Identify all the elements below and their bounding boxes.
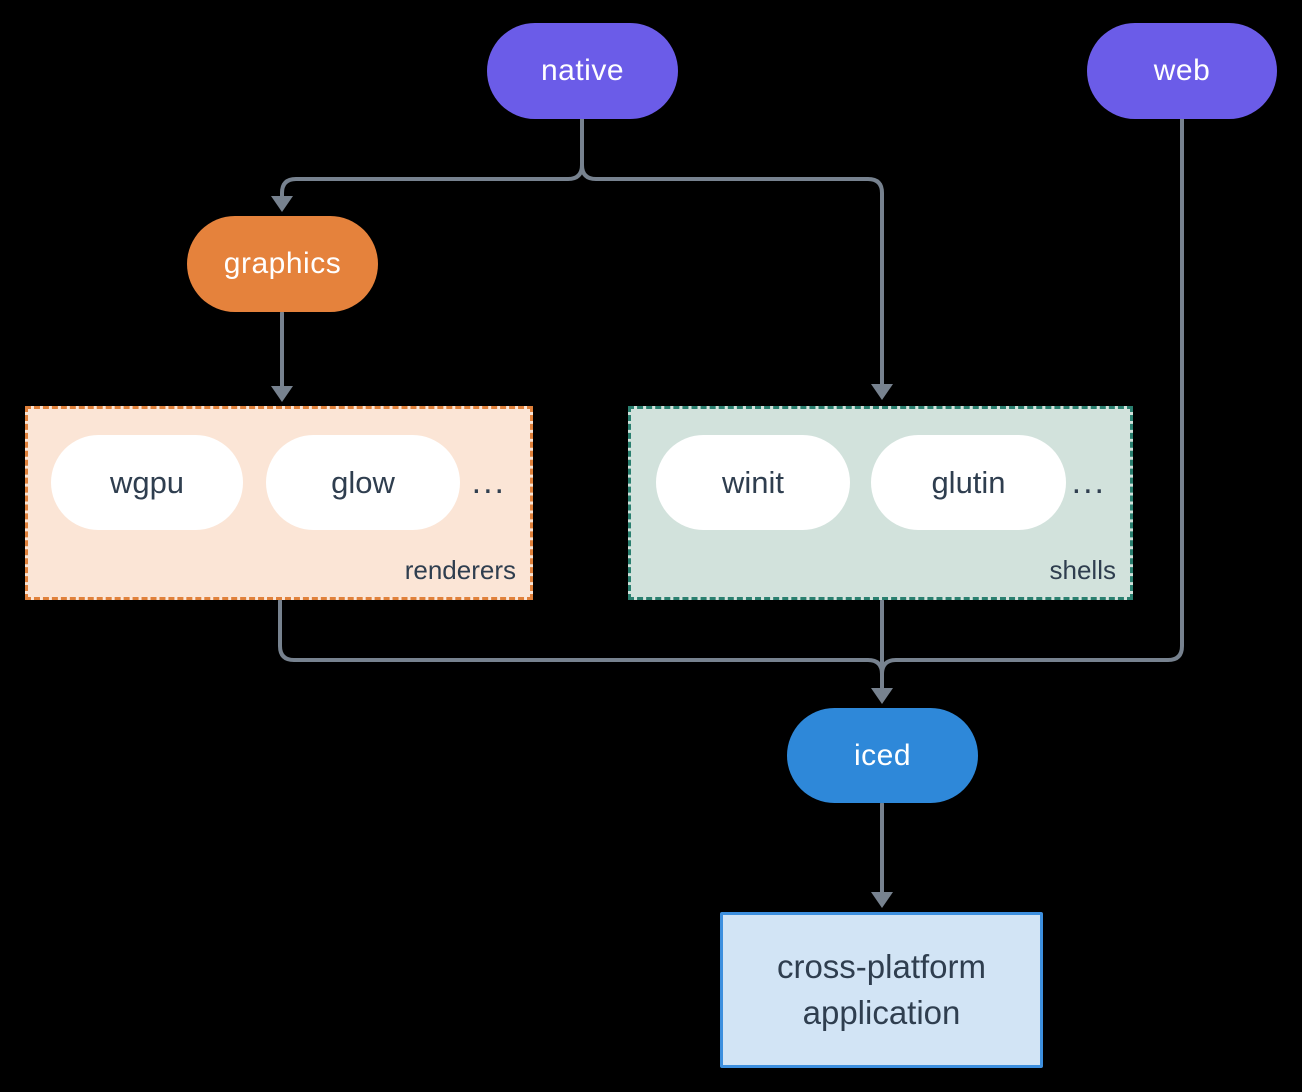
- node-wgpu: wgpu: [51, 435, 243, 530]
- renderers-group-label: renderers: [404, 555, 516, 585]
- node-web: web: [1087, 23, 1277, 119]
- node-graphics: graphics: [187, 216, 378, 312]
- edge-graphics-renderers: [271, 311, 293, 402]
- renderers-ellipsis: ...: [471, 463, 506, 501]
- node-web-label: web: [1153, 54, 1211, 87]
- node-iced-label: iced: [853, 738, 912, 772]
- node-application-label-line1: cross-platform: [776, 948, 987, 985]
- edge-shells-iced: [871, 599, 893, 704]
- group-renderers: wgpu glow ... renderers: [25, 406, 533, 600]
- edge-renderers-iced: [278, 599, 884, 676]
- node-winit: winit: [656, 435, 850, 530]
- arrowhead-shells: [871, 384, 893, 400]
- edge-native-to-shells: [580, 163, 884, 386]
- arrowhead-iced: [871, 688, 893, 704]
- shells-ellipsis: ...: [1071, 463, 1106, 501]
- node-glutin-label: glutin: [931, 464, 1006, 500]
- node-glow-label: glow: [331, 464, 395, 500]
- edge-native-to-graphics: [280, 163, 584, 198]
- group-shells: winit glutin ... shells: [628, 406, 1133, 600]
- edge-iced-application: [871, 802, 893, 908]
- node-glow: glow: [266, 435, 460, 530]
- node-winit-label: winit: [721, 464, 784, 500]
- node-application: cross-platform application: [720, 912, 1043, 1068]
- arrowhead-renderers: [271, 386, 293, 402]
- arrowhead-application: [871, 892, 893, 908]
- node-native: native: [487, 23, 678, 119]
- node-graphics-label: graphics: [223, 247, 342, 280]
- node-iced: iced: [787, 708, 978, 803]
- node-native-label: native: [540, 54, 625, 87]
- edge-renderers-iced-line: [278, 599, 884, 676]
- node-application-label-line2: application: [802, 994, 961, 1031]
- arrowhead-graphics: [271, 196, 293, 212]
- node-wgpu-label: wgpu: [109, 464, 185, 500]
- node-glutin: glutin: [871, 435, 1066, 530]
- shells-group-label: shells: [1049, 555, 1116, 585]
- edge-native-split: [271, 116, 893, 400]
